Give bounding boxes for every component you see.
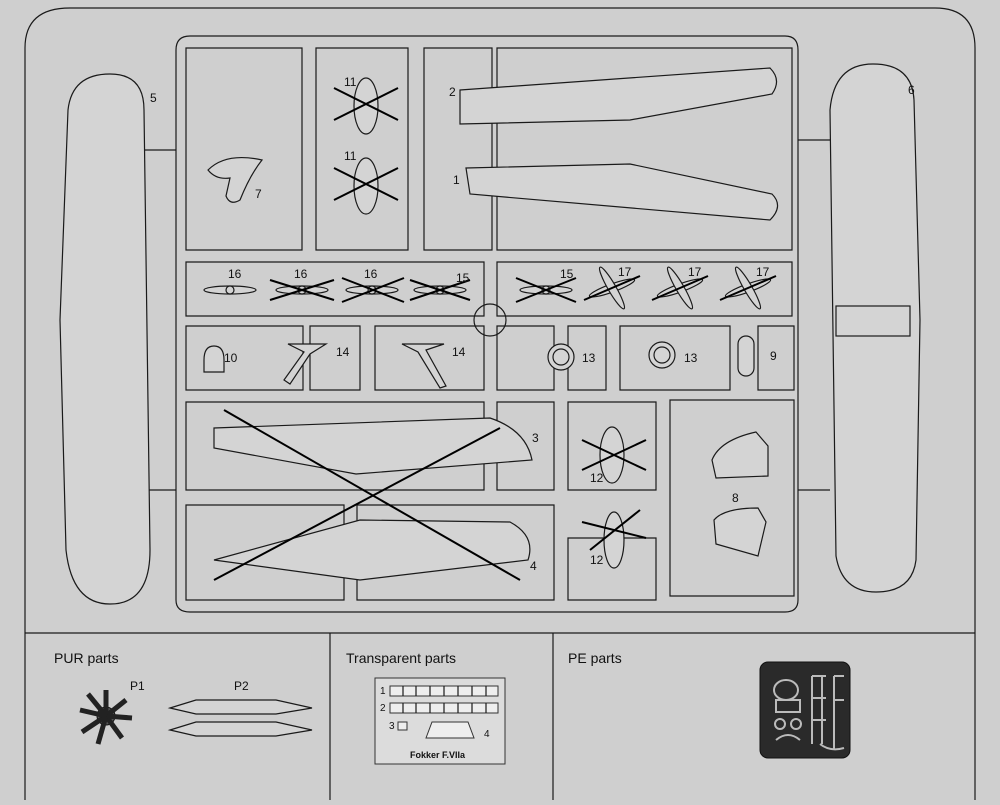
pur-p2-strut-a — [167, 699, 313, 715]
part-8-lower — [713, 507, 767, 557]
label-part-17a: 17 — [618, 265, 632, 279]
label-part-12b: 12 — [590, 553, 604, 567]
label-part-1: 1 — [453, 173, 460, 187]
pe-parts-title: PE parts — [568, 650, 622, 666]
pur-p1-label: P1 — [130, 679, 145, 693]
label-part-12a: 12 — [590, 471, 604, 485]
part-13-b — [648, 341, 676, 369]
sprue-frame — [175, 35, 799, 613]
part-13-b-hole — [653, 346, 671, 364]
label-part-7: 7 — [255, 187, 262, 201]
transparent-label-1: 1 — [380, 686, 386, 697]
sprue-row-4 — [185, 399, 795, 601]
label-part-17b: 17 — [688, 265, 702, 279]
part-10-outline — [203, 345, 225, 373]
crossed-out-mark-11b-2 — [333, 167, 399, 201]
label-part-11b: 11 — [344, 149, 357, 163]
transparent-label-3: 3 — [389, 721, 395, 732]
label-part-15a: 15 — [456, 271, 470, 285]
part-11-b — [353, 157, 379, 215]
part-14-b — [401, 343, 447, 389]
part-4-outline — [213, 519, 531, 581]
label-part-13b: 13 — [684, 351, 698, 365]
part-1-outline — [465, 163, 779, 221]
label-part-8: 8 — [732, 491, 739, 505]
sprue-row-3 — [185, 325, 795, 391]
part-14-a — [283, 343, 329, 385]
pur-parts-title: PUR parts — [54, 650, 119, 666]
transparent-label-4: 4 — [484, 729, 490, 740]
sprue-row-2 — [185, 261, 793, 317]
label-part-2: 2 — [449, 85, 456, 99]
label-part-13a: 13 — [582, 351, 596, 365]
label-part-3: 3 — [532, 431, 539, 445]
sprue-hub — [473, 303, 507, 337]
part-6-tab — [835, 305, 911, 337]
propeller-icon-17c — [719, 266, 777, 310]
part-13-a — [547, 343, 575, 371]
label-part-5: 5 — [150, 91, 157, 105]
propeller-icon-15b — [515, 277, 577, 303]
part-13-a-hole — [552, 348, 570, 366]
propeller-icon-17b — [651, 266, 709, 310]
label-part-14a: 14 — [336, 345, 350, 359]
part-2-outline — [459, 67, 778, 125]
propeller-icon-16a — [203, 285, 257, 295]
crossed-out-mark-12b-2 — [589, 509, 641, 551]
label-part-16b: 16 — [294, 267, 308, 281]
label-part-16c: 16 — [364, 267, 378, 281]
crossed-out-mark-11a-2 — [333, 87, 399, 121]
pe-fret — [759, 661, 851, 759]
transparent-parts-title: Transparent parts — [346, 650, 456, 666]
propeller-icon-15a — [409, 279, 471, 301]
part-5-outline — [59, 73, 151, 605]
label-part-9: 9 — [770, 349, 777, 363]
part-9-outline — [737, 335, 755, 377]
transparent-window-dividers — [402, 686, 487, 713]
engine-cylinder-icon — [79, 690, 133, 745]
part-12-b — [603, 511, 625, 569]
propeller-icon-16c — [341, 277, 405, 303]
part-3-outline — [213, 417, 533, 475]
label-part-11a: 11 — [344, 75, 357, 89]
transparent-caption: Fokker F.VIIa — [410, 750, 466, 760]
propeller-icon-17a — [583, 266, 641, 310]
label-part-17c: 17 — [756, 265, 770, 279]
transparent-part-4 — [425, 721, 475, 739]
transparent-part-3 — [397, 721, 408, 731]
label-part-10: 10 — [224, 351, 238, 365]
pur-p2-strut-b — [167, 721, 313, 737]
transparent-label-2: 2 — [380, 703, 386, 714]
pur-p2-label: P2 — [234, 679, 249, 693]
part-7-outline — [207, 157, 264, 203]
label-part-6: 6 — [908, 83, 915, 97]
sprue-frame-inner — [185, 47, 793, 251]
label-part-14b: 14 — [452, 345, 466, 359]
label-part-16a: 16 — [228, 267, 242, 281]
part-8-upper — [711, 431, 769, 479]
part-11-a — [353, 77, 379, 135]
sheet-frame — [24, 7, 976, 800]
crossed-out-mark-12a-2 — [581, 439, 647, 471]
propeller-icon-16b — [269, 279, 335, 301]
label-part-15b: 15 — [560, 267, 574, 281]
crossed-out-mark-4 — [213, 427, 501, 581]
label-part-4: 4 — [530, 559, 537, 573]
